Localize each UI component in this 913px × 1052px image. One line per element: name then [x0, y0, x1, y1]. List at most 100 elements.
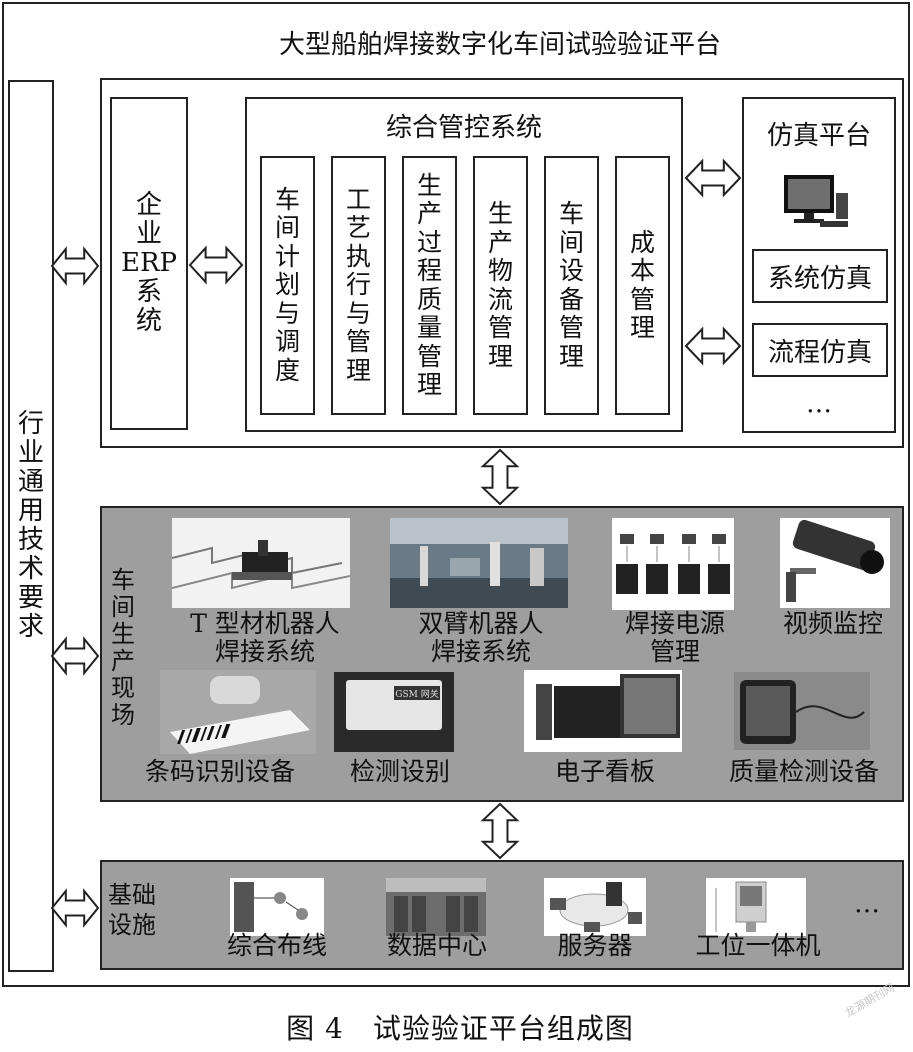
arrow-requirements-workshop: [50, 636, 100, 676]
infrastructure-item-caption: 工位一体机: [695, 931, 821, 960]
workshop-item-caption: 双臂机器人焊接系统: [386, 610, 576, 665]
control-module-char: 管: [487, 313, 513, 342]
workshop-item-caption-line: T 型材机器人: [190, 609, 340, 638]
erp-label-token: 系: [135, 277, 162, 308]
industry-requirements-column: 行业通用技术要求: [8, 80, 54, 972]
workstation-terminal-image: [706, 878, 806, 936]
industry-requirements-label: 行业通用技术要求: [10, 82, 52, 970]
industry-requirements-char: 业: [17, 437, 44, 468]
industry-requirements-char: 通: [17, 466, 44, 497]
control-module-char: 成: [629, 227, 655, 257]
control-module-char: 管: [416, 341, 442, 371]
t-profile-robot-image: [172, 518, 350, 608]
workshop-item-caption: 检测设别: [349, 757, 450, 786]
control-module-char: 间: [558, 227, 584, 257]
control-module-char: 量: [416, 313, 442, 342]
control-module-char: 理: [416, 370, 442, 399]
workshop-label-char: 产: [111, 647, 135, 675]
workshop-item-caption: 条码识别设备: [144, 757, 295, 786]
erp-label-token: ERP: [120, 247, 178, 278]
arrow-workshop-infra: [480, 802, 520, 860]
figure-caption: 图 4 试验验证平台组成图: [286, 1012, 634, 1045]
gsm-gateway-label: GSM 网关: [394, 686, 440, 700]
control-module-char: 物: [487, 256, 513, 285]
infrastructure-item-caption: 服务器: [557, 931, 633, 960]
arrow-requirements-top: [50, 246, 100, 286]
simulation-ellipsis: …: [806, 389, 832, 419]
control-module-char: 理: [487, 341, 513, 371]
control-module-char: 管: [558, 313, 584, 342]
electronic-board-image: [524, 670, 682, 752]
control-module-box: 车间计划与调度: [260, 156, 315, 415]
integrated-control-title: 综合管控系统: [385, 112, 542, 143]
control-module-char: 间: [274, 213, 300, 243]
industry-requirements-char: 要: [17, 583, 44, 614]
control-module-char: 备: [558, 284, 584, 314]
arrow-erp-control: [188, 245, 244, 285]
industry-requirements-char: 行: [17, 408, 44, 439]
industry-requirements-char: 求: [17, 612, 44, 643]
control-module-char: 工: [345, 184, 371, 214]
workshop-label: 车间生产现场: [103, 548, 143, 748]
workshop-label-char: 间: [111, 593, 135, 622]
infrastructure-label-line: 设施: [108, 911, 156, 939]
outer-frame: [2, 2, 910, 987]
workshop-item-caption-line: 焊接电源: [624, 609, 725, 638]
control-module-char: 度: [274, 355, 300, 385]
arrow-requirements-infra: [50, 888, 100, 928]
simulation-platform-title: 仿真平台: [766, 120, 871, 151]
erp-label-token: 业: [135, 218, 162, 249]
industry-requirements-char: 术: [17, 554, 44, 585]
arrow-control-sim-top: [684, 158, 742, 198]
control-module-char: 车: [558, 199, 584, 228]
control-module-char: 流: [487, 284, 513, 314]
workshop-item-caption-line: 管理: [649, 636, 700, 666]
infrastructure-ellipsis: …: [854, 889, 880, 919]
control-module-char: 过: [416, 227, 442, 257]
control-module-char: 艺: [345, 213, 371, 243]
control-module-char: 计: [274, 241, 300, 271]
workshop-item-caption-line: 双臂机器人: [418, 609, 544, 638]
workshop-item-caption: 焊接电源管理: [600, 610, 750, 665]
arrow-control-sim-bottom: [684, 326, 742, 366]
video-camera-image: [780, 518, 890, 608]
control-module-char: 生: [487, 199, 513, 228]
workshop-item-caption-line: 视频监控: [782, 609, 883, 638]
simulation-platform-box: 仿真平台 系统仿真 流程仿真 …: [742, 97, 896, 433]
industry-requirements-char: 技: [17, 525, 44, 555]
workshop-item-caption-line: 焊接系统: [430, 636, 531, 666]
system-simulation-box: 系统仿真: [752, 249, 888, 303]
process-simulation-box: 流程仿真: [752, 323, 888, 377]
arrow-top-workshop: [480, 448, 520, 506]
control-module-char: 与: [345, 298, 371, 328]
workshop-item-caption: 视频监控: [760, 610, 906, 638]
workshop-item-caption-line: 焊接系统: [214, 636, 315, 666]
server-image: [544, 878, 646, 936]
infrastructure-label-line: 基础: [108, 881, 156, 909]
control-module-char: 产: [416, 199, 442, 228]
workshop-item-caption: T 型材机器人焊接系统: [150, 610, 380, 665]
control-module-char: 质: [416, 284, 442, 314]
control-module-char: 车: [274, 184, 300, 214]
barcode-scanner-image: [160, 670, 316, 754]
cabling-image: [230, 878, 324, 936]
quality-inspection-image: [734, 672, 870, 750]
diagram-title: 大型船舶焊接数字化车间试验验证平台: [278, 29, 721, 60]
computer-icon: [784, 175, 848, 227]
control-module-box: 车间设备管理: [544, 156, 599, 415]
control-module-box: 成本管理: [615, 156, 670, 415]
control-module-char: 理: [629, 313, 655, 342]
control-module-char: 调: [274, 327, 300, 357]
control-module-char: 生: [416, 170, 442, 200]
control-module-char: 划: [274, 270, 300, 300]
control-module-char: 管: [629, 284, 655, 314]
control-module-char: 理: [345, 355, 371, 385]
workshop-label-char: 车: [111, 566, 135, 595]
control-module-char: 本: [629, 256, 655, 285]
control-module-char: 理: [558, 341, 584, 371]
erp-label-token: 企: [135, 189, 162, 220]
industry-requirements-char: 用: [17, 495, 44, 526]
control-module-box: 工艺执行与管理: [331, 156, 386, 415]
